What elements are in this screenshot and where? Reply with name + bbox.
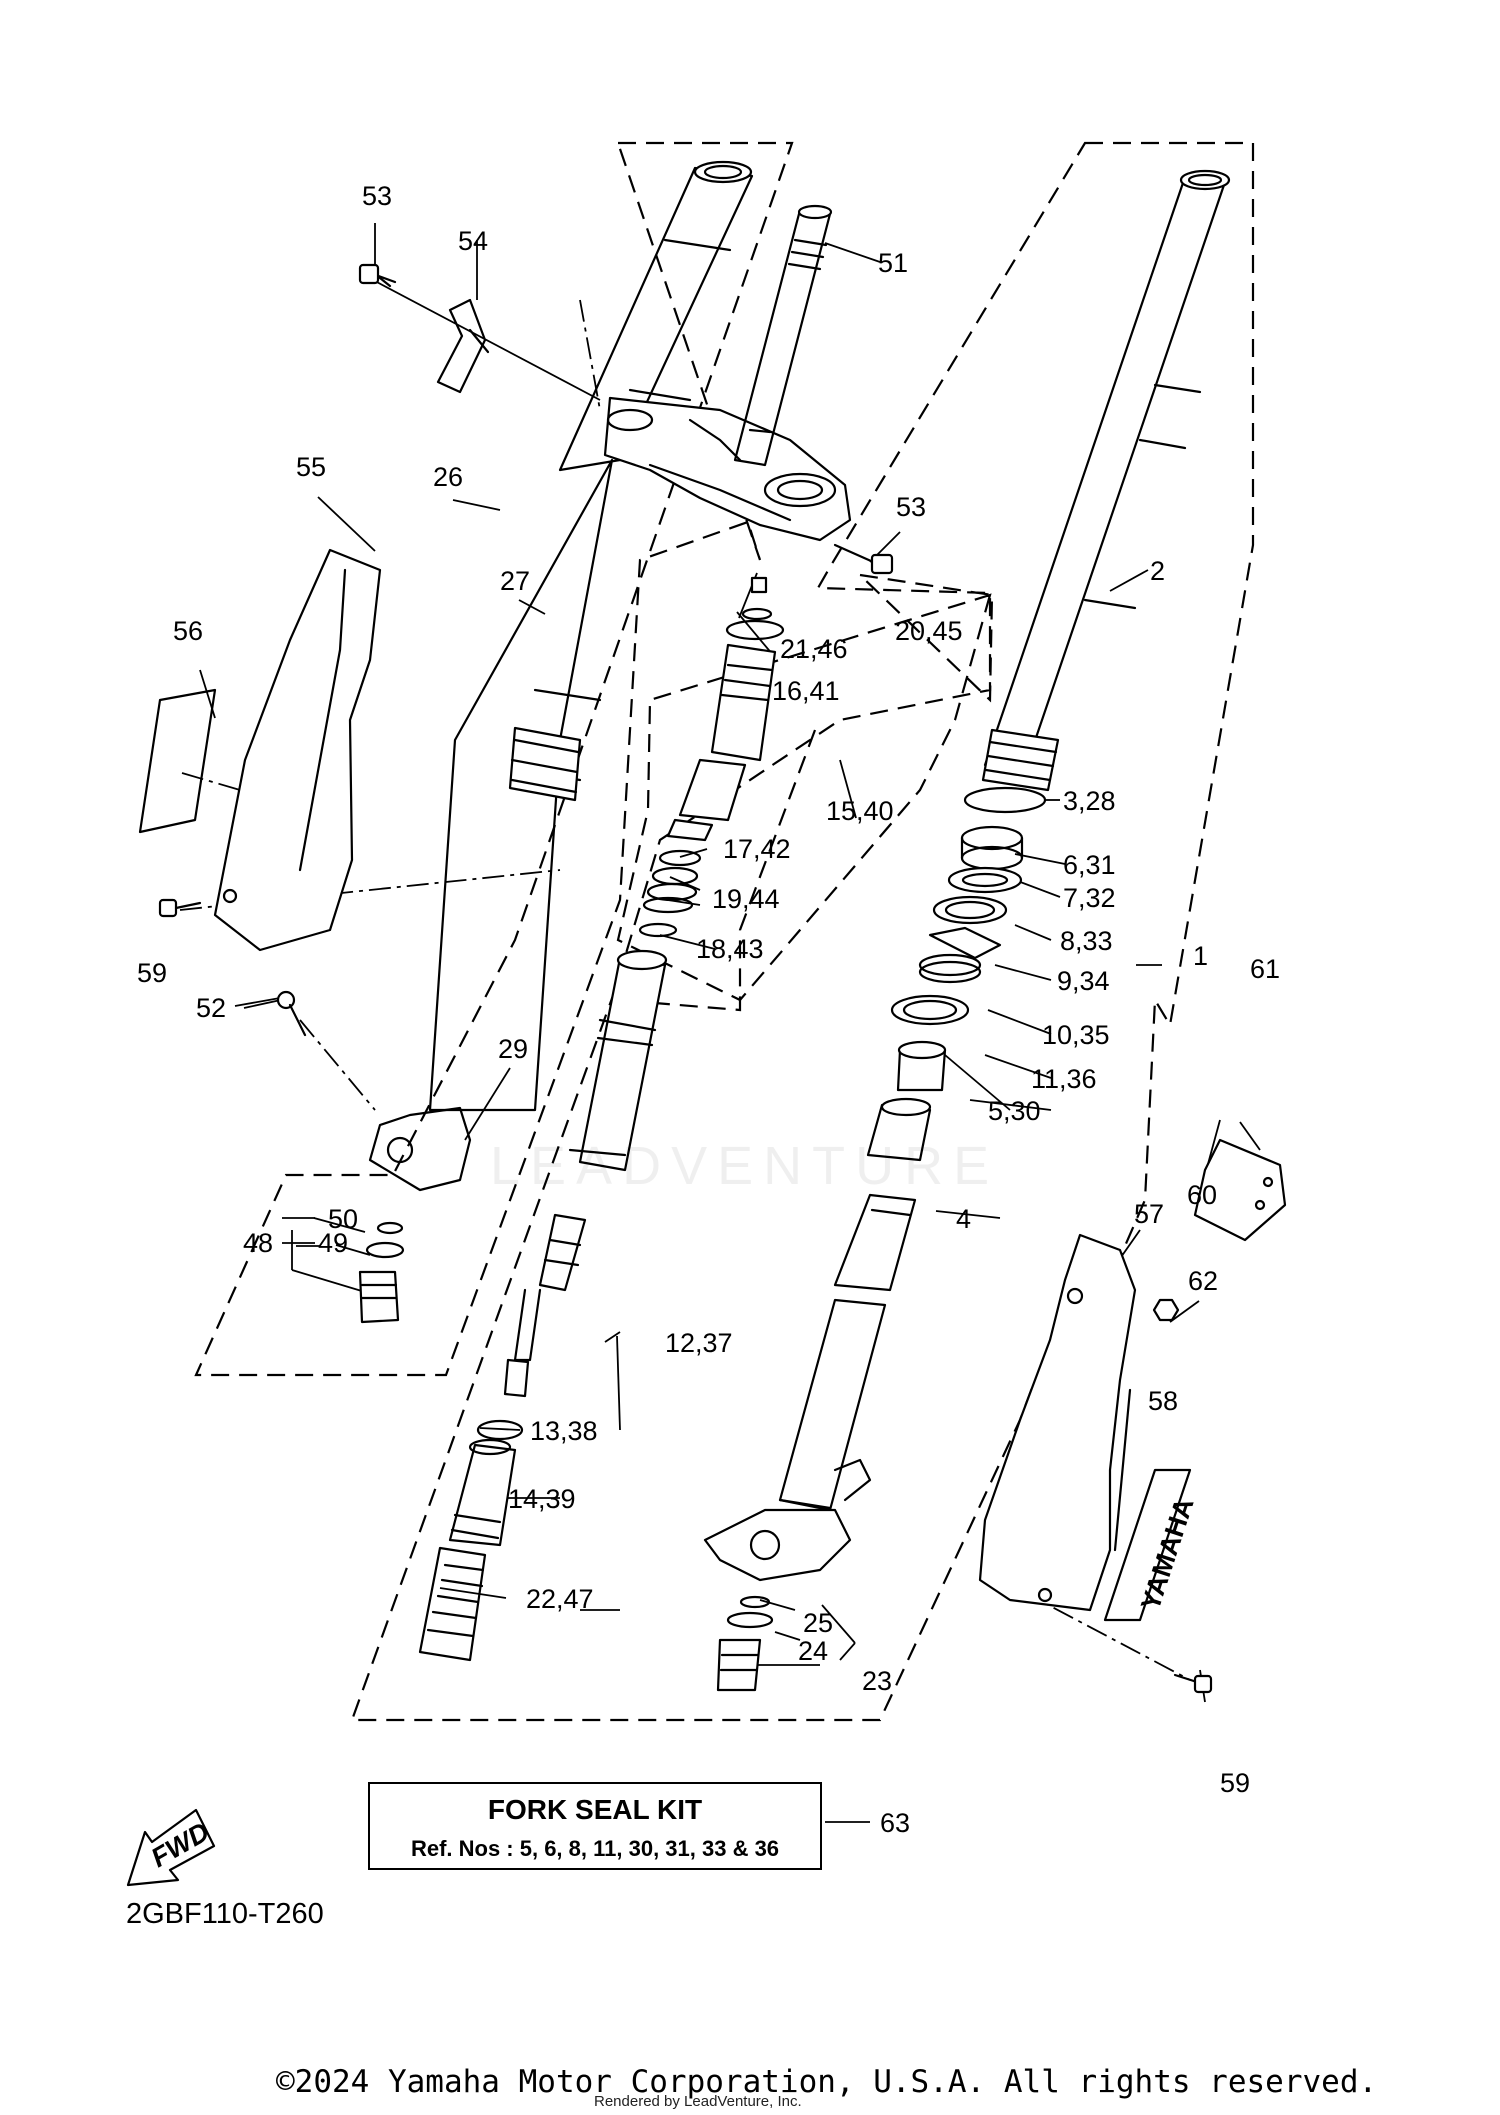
inner-tube-4 (778, 1097, 932, 1512)
fork-guard-55 (213, 548, 382, 952)
label-15-40: 15,40 (826, 796, 894, 826)
label-29: 29 (498, 1034, 528, 1064)
decal-56 (138, 688, 217, 834)
label-59-left: 59 (137, 958, 167, 988)
label-48: 48 (243, 1228, 273, 1258)
lower-axle-bracket (703, 1458, 872, 1692)
label-2: 2 (1150, 556, 1165, 586)
label-22-47: 22,47 (526, 1584, 594, 1614)
bolt-59-left (158, 888, 238, 918)
bolt-52-and-bracket-29 (276, 990, 472, 1192)
bolt-53-right (833, 543, 894, 575)
label-6-31: 6,31 (1063, 850, 1116, 880)
steering-stem (733, 204, 833, 467)
diagram-code: 2GBF110-T260 (126, 1898, 324, 1930)
label-18-43: 18,43 (696, 934, 764, 964)
label-24: 24 (798, 1636, 828, 1666)
nut-62 (1152, 1298, 1180, 1322)
label-23: 23 (862, 1666, 892, 1696)
label-51: 51 (878, 248, 908, 278)
label-25: 25 (803, 1608, 833, 1638)
label-63: 63 (880, 1808, 910, 1838)
label-27: 27 (500, 566, 530, 596)
label-7-32: 7,32 (1063, 883, 1116, 913)
label-58: 58 (1148, 1386, 1178, 1416)
label-50: 50 (328, 1204, 358, 1234)
label-9-34: 9,34 (1057, 966, 1110, 996)
label-54: 54 (458, 226, 488, 256)
label-10-35: 10,35 (1042, 1020, 1110, 1050)
label-59-right: 59 (1220, 1768, 1250, 1798)
right-outer-tube-2 (981, 169, 1231, 792)
label-13-38: 13,38 (530, 1416, 598, 1446)
label-8-33: 8,33 (1060, 926, 1113, 956)
left-outer-tube (428, 160, 754, 1112)
guard-clip-60-61 (1193, 1138, 1287, 1242)
label-49: 49 (318, 1228, 348, 1258)
label-14-39: 14,39 (508, 1484, 576, 1514)
label-52: 52 (196, 993, 226, 1023)
label-56: 56 (173, 616, 203, 646)
triple-clamp (603, 396, 852, 542)
label-17-42: 17,42 (723, 834, 791, 864)
label-20-45: 20,45 (895, 616, 963, 646)
label-5-30: 5,30 (988, 1096, 1041, 1126)
kit-refs: Ref. Nos : 5, 6, 8, 11, 30, 31, 33 & 36 (410, 1836, 780, 1861)
fwd-arrow-icon: FWD (126, 1808, 216, 1887)
label-61: 61 (1250, 954, 1280, 984)
damper-valve-stack (638, 576, 785, 938)
axle-nut-group-48 (358, 1221, 405, 1324)
label-53-right: 53 (896, 492, 926, 522)
label-21-46: 21,46 (780, 634, 848, 664)
fork-guard-57 (978, 1233, 1137, 1612)
bolt-53-and-bracket-54 (358, 263, 490, 394)
seal-kit-parts (890, 786, 1047, 1092)
label-11-36: 11,36 (1031, 1064, 1097, 1094)
kit-title: FORK SEAL KIT (487, 1794, 703, 1825)
label-60: 60 (1187, 1180, 1217, 1210)
decal-58: YAMAHA (1103, 1468, 1200, 1622)
label-19-44: 19,44 (712, 884, 780, 914)
label-53-top: 53 (362, 181, 392, 211)
copyright-text: ©2024 Yamaha Motor Corporation, U.S.A. A… (276, 2064, 1378, 2100)
label-16-41: 16,41 (772, 676, 840, 706)
label-1: 1 (1193, 941, 1208, 971)
label-12-37: 12,37 (665, 1328, 733, 1358)
label-62: 62 (1188, 1266, 1218, 1296)
damper-cartridge (418, 949, 668, 1662)
label-57: 57 (1134, 1199, 1164, 1229)
fork-seal-kit-box: FORK SEAL KIT Ref. Nos : 5, 6, 8, 11, 30… (368, 1782, 822, 1870)
label-3-28: 3,28 (1063, 786, 1116, 816)
leadventure-watermark: LEADVENTURE (490, 1136, 1000, 1196)
rendered-by-text: Rendered by LeadVenture, Inc. (594, 2093, 802, 2110)
label-4: 4 (956, 1204, 971, 1234)
label-55: 55 (296, 452, 326, 482)
bolt-59-right (1173, 1673, 1213, 1694)
part-labels: 53 54 51 55 26 53 27 2 20,45 21,46 16,41… (137, 181, 1280, 1838)
dashed-group-outlines (194, 141, 1255, 1722)
label-26: 26 (433, 462, 463, 492)
